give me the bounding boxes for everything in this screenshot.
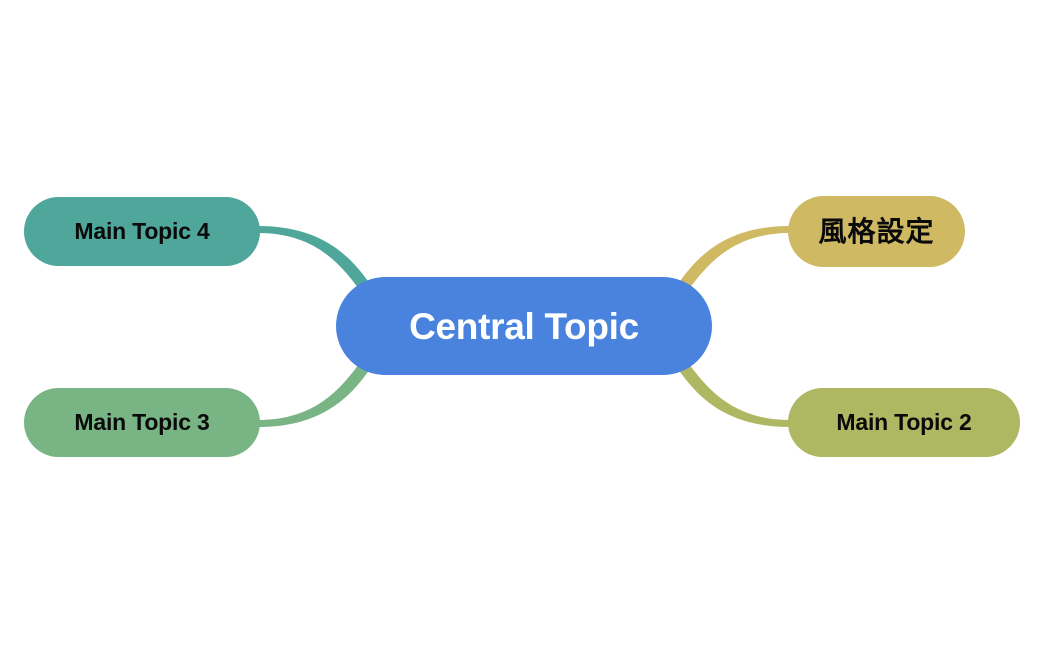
branch-node-topic4[interactable]: Main Topic 4	[24, 197, 260, 266]
connector-style	[676, 226, 790, 296]
central-topic-node[interactable]: Central Topic	[336, 277, 712, 375]
branch-node-style-label: 風格設定	[818, 215, 935, 247]
connector-topic3	[258, 357, 372, 427]
branch-node-topic2-label: Main Topic 2	[836, 409, 972, 435]
branch-node-style[interactable]: 風格設定	[788, 196, 965, 267]
central-topic-label: Central Topic	[409, 305, 639, 347]
branch-node-topic3[interactable]: Main Topic 3	[24, 388, 260, 457]
branch-node-topic3-label: Main Topic 3	[74, 409, 210, 435]
connector-topic4	[258, 226, 372, 296]
branch-node-topic2[interactable]: Main Topic 2	[788, 388, 1020, 457]
branch-node-topic4-label: Main Topic 4	[74, 218, 210, 244]
connector-topic2	[676, 357, 790, 427]
